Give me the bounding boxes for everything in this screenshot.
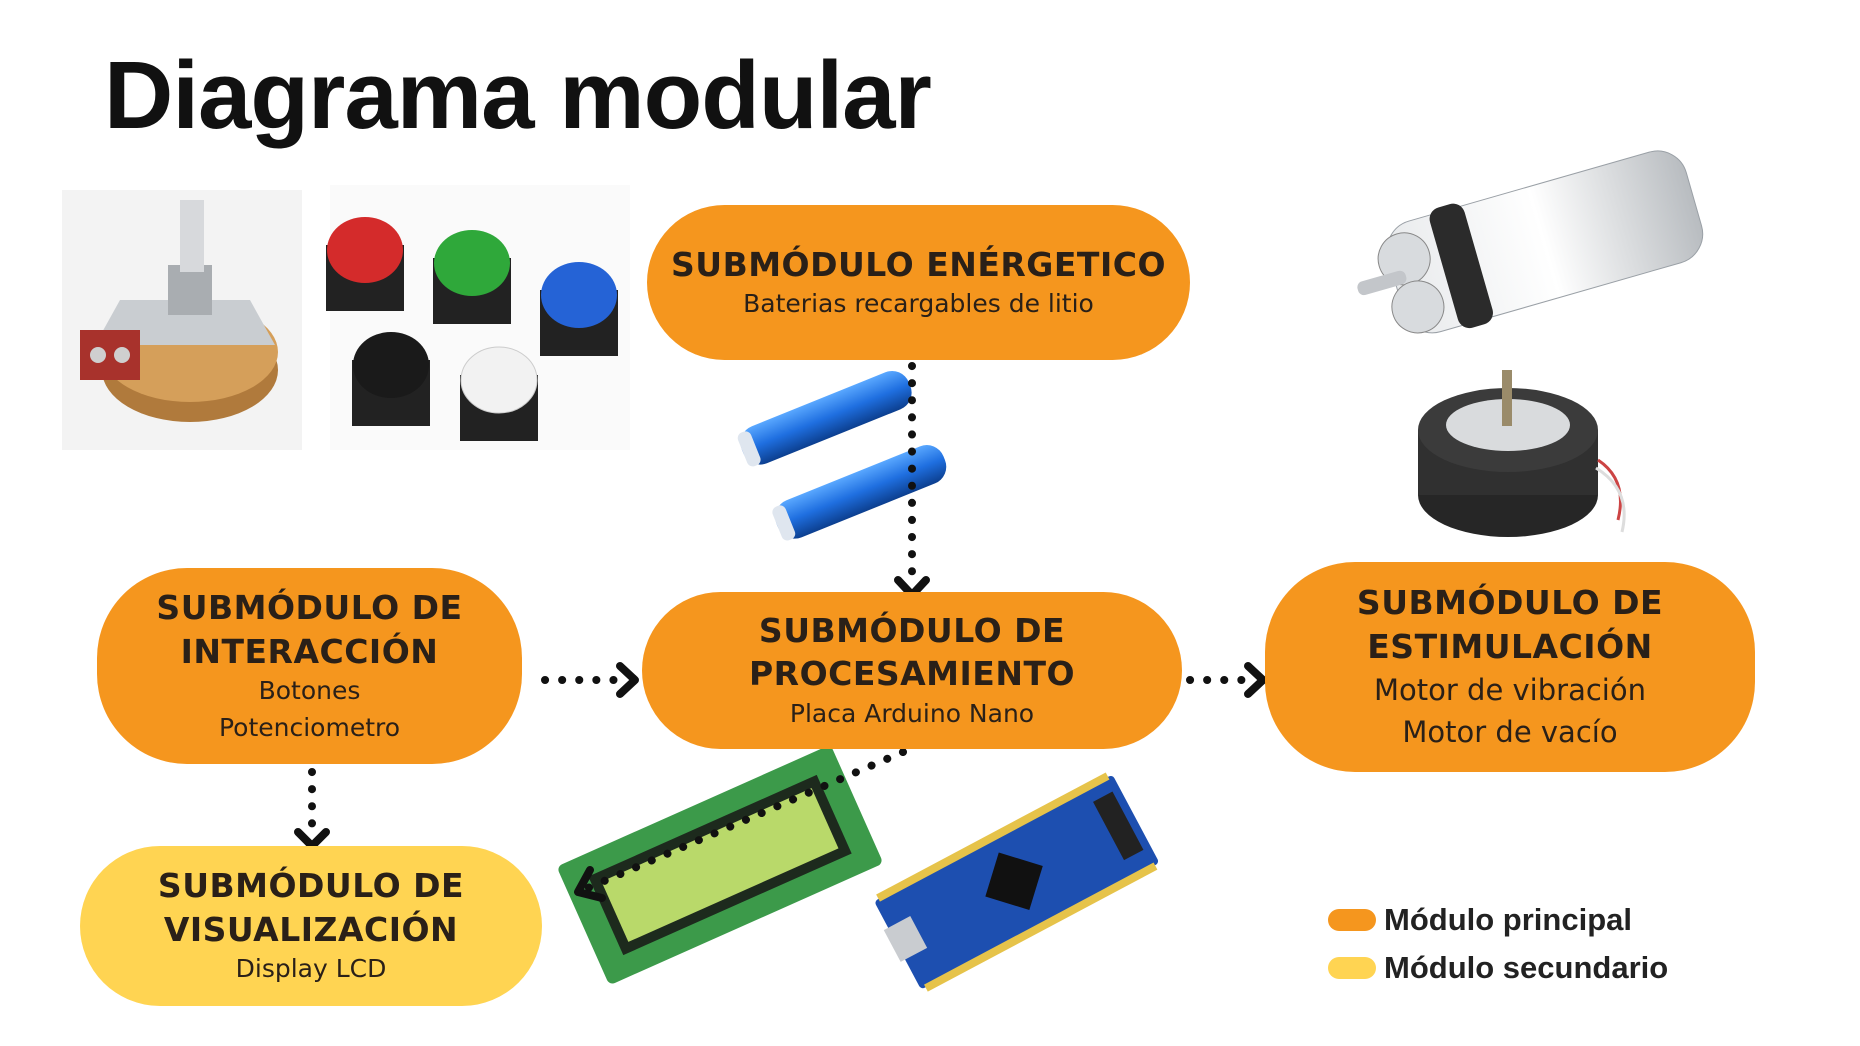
module-description: Motor de vacío [1402, 714, 1618, 749]
legend-label: Módulo secundario [1384, 950, 1669, 985]
vacuum-motor-image [1357, 150, 1704, 334]
connector-interaction-visualization [294, 768, 330, 850]
module-stimulation: SUBMÓDULO DE ESTIMULACIÓN Motor de vibra… [1265, 562, 1755, 772]
push-buttons-image [326, 185, 630, 450]
module-description: Potenciometro [218, 712, 401, 742]
module-title: SUBMÓDULO DE [156, 588, 463, 628]
module-description: Botones [258, 676, 361, 706]
module-interaction: SUBMÓDULO DE INTERACCIÓN Botones Potenci… [97, 568, 522, 764]
connector-processing-visualization [574, 748, 907, 902]
module-title: VISUALIZACIÓN [163, 909, 459, 949]
arduino-nano-image [875, 772, 1159, 992]
module-title: ESTIMULACIÓN [1367, 626, 1653, 666]
potentiometer-image [62, 190, 302, 450]
module-description: Baterias recargables de litio [743, 289, 1094, 319]
module-energy: SUBMÓDULO ENÉRGETICO Baterias recargable… [647, 205, 1190, 360]
lcd-display-image [558, 746, 882, 984]
module-visualization: SUBMÓDULO DE VISUALIZACIÓN Display LCD [80, 846, 542, 1006]
legend-item-primary: Módulo principal [1328, 902, 1632, 938]
legend-label: Módulo principal [1384, 902, 1632, 937]
vibration-motor-image [1418, 370, 1626, 537]
page-title: Diagrama modular [104, 42, 932, 149]
module-title: INTERACCIÓN [180, 631, 439, 671]
module-description: Display LCD [235, 954, 387, 984]
module-processing: SUBMÓDULO DE PROCESAMIENTO Placa Arduino… [642, 592, 1182, 749]
legend-swatch [1328, 909, 1376, 931]
module-title: SUBMÓDULO DE [1356, 583, 1664, 623]
module-title: SUBMÓDULO DE [758, 610, 1066, 650]
module-title: PROCESAMIENTO [748, 654, 1076, 694]
module-description: Placa Arduino Nano [789, 698, 1035, 728]
module-title: SUBMÓDULO DE [157, 866, 465, 906]
legend-item-secondary: Módulo secundario [1328, 950, 1668, 986]
module-description: Motor de vibración [1374, 672, 1646, 707]
lithium-batteries-image [737, 370, 947, 541]
module-title: SUBMÓDULO ENÉRGETICO [671, 244, 1166, 284]
legend-swatch [1328, 957, 1376, 979]
connector-interaction-processing [541, 662, 639, 698]
connector-processing-stimulation [1186, 662, 1267, 698]
